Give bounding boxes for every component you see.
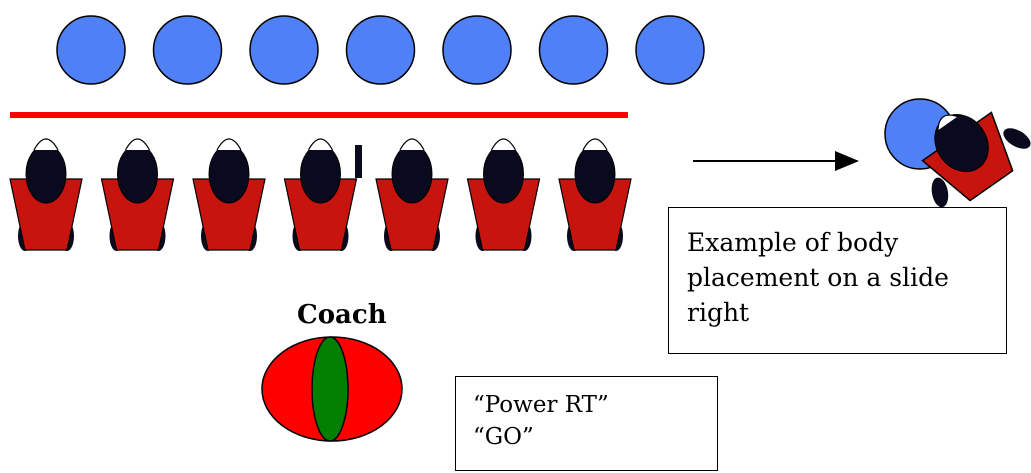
player (192, 138, 266, 251)
example-player-slide-right (884, 98, 1031, 208)
coach-label: Coach (297, 300, 387, 330)
example-caption-line: Example of body (687, 228, 899, 257)
player (466, 138, 541, 251)
ball-row (56, 15, 705, 85)
marker-post (355, 145, 362, 178)
player (558, 138, 632, 251)
example-caption-line: right (687, 298, 750, 327)
player-row (9, 138, 632, 251)
player (100, 138, 175, 251)
example-caption-box: Example of body placement on a slide rig… (668, 207, 1007, 354)
player (375, 138, 449, 251)
ball (56, 15, 126, 85)
ball (442, 15, 512, 85)
ball (345, 15, 416, 85)
play-call-line: “GO” (473, 424, 534, 450)
example-caption-line: placement on a slide (687, 263, 949, 292)
player (9, 138, 83, 251)
coach-inner (311, 336, 349, 442)
ball (635, 15, 705, 85)
ball (538, 15, 609, 85)
play-call-box: “Power RT” “GO” (455, 376, 718, 471)
ball (152, 15, 223, 85)
coach-symbol (261, 336, 403, 442)
ball (249, 15, 319, 85)
play-call-line: “Power RT” (473, 392, 609, 418)
player (283, 138, 358, 251)
